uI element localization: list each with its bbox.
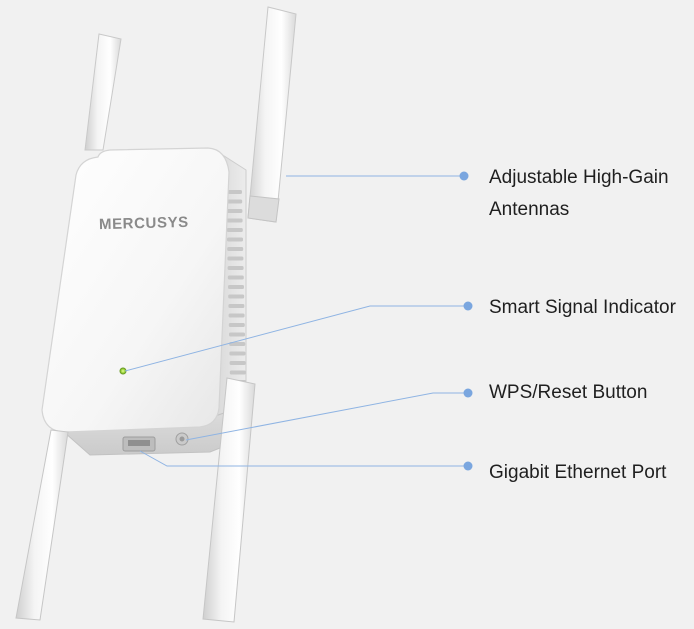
callout-label-wps-text: WPS/Reset Button <box>489 382 648 403</box>
device-front-body <box>41 147 230 433</box>
vent-slot <box>228 285 244 289</box>
leader-line-signal <box>124 305 468 372</box>
callout-label-ethernet: Gigabit Ethernet Port <box>489 457 666 489</box>
leader-dot-signal <box>463 301 473 311</box>
leader-dot-wps <box>463 388 473 398</box>
brand-logo: MERCUSYS <box>99 214 189 233</box>
vent-slot <box>227 275 244 280</box>
antenna-front-right <box>202 377 256 623</box>
leader-line-ethernet <box>139 450 468 467</box>
vent-slot <box>226 228 243 232</box>
ethernet-port <box>122 436 156 452</box>
vent-slot <box>228 313 245 318</box>
callout-label-wps: WPS/Reset Button <box>489 377 647 409</box>
vent-slot <box>229 342 246 346</box>
callout-label-antennas: Adjustable High-Gain Antennas <box>489 162 669 226</box>
wps-reset-button <box>175 432 189 446</box>
vent-slot <box>228 323 245 327</box>
vent-slot <box>228 304 245 308</box>
leader-line-wps <box>185 392 468 441</box>
vent-slot <box>227 256 244 261</box>
vent-slot <box>229 351 246 356</box>
vent-slot <box>229 370 246 375</box>
callout-label-antennas-line-2: Antennas <box>489 199 570 220</box>
vent-slot <box>226 218 243 223</box>
vent-slot <box>229 361 246 365</box>
callout-label-antennas-line-1: Adjustable High-Gain <box>489 167 669 188</box>
leader-dot-antennas <box>459 171 469 181</box>
vent-slot <box>228 294 245 299</box>
vent-slot <box>227 237 243 242</box>
callout-label-ethernet-text: Gigabit Ethernet Port <box>489 462 667 483</box>
callout-label-signal: Smart Signal Indicator <box>489 292 676 324</box>
vent-slot <box>229 332 245 337</box>
callout-leaders <box>124 171 473 471</box>
vent-slot <box>226 199 243 204</box>
antenna-back-left <box>84 33 122 151</box>
vent-slot <box>227 247 244 251</box>
vent-slot <box>226 190 242 194</box>
callout-label-signal-text: Smart Signal Indicator <box>489 297 676 318</box>
vent-slot <box>226 209 243 213</box>
antenna-front-left <box>15 429 69 621</box>
leader-dot-ethernet <box>463 461 473 471</box>
antenna-back-right <box>247 6 297 223</box>
vent-slot <box>227 266 244 270</box>
